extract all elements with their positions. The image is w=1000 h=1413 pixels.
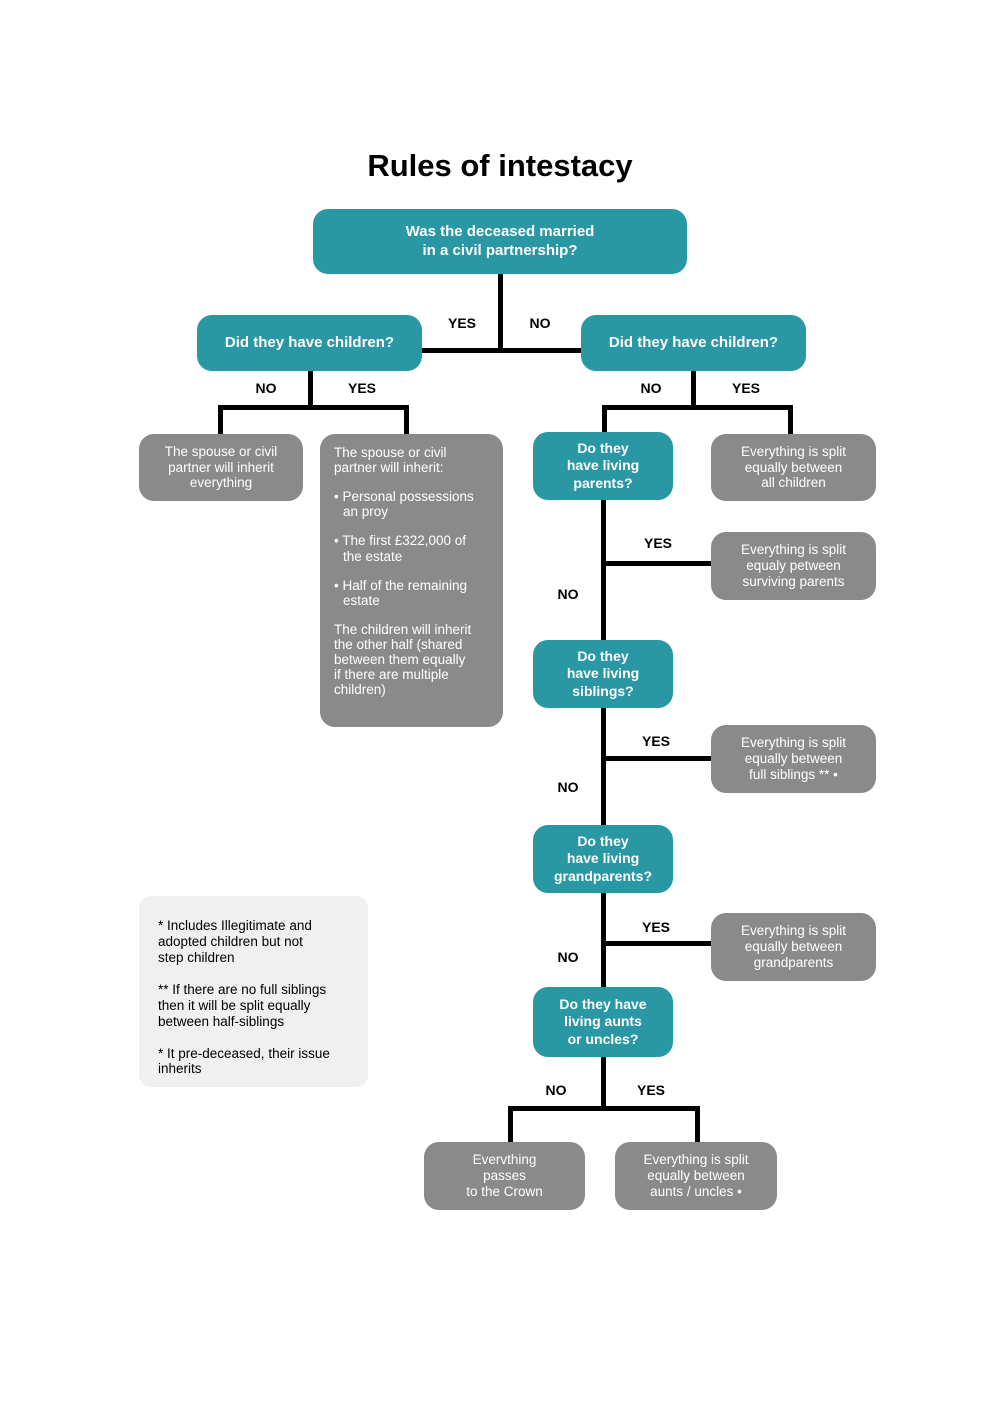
label-left-no: NO	[255, 380, 277, 396]
spouse-split-footer: The children will inherit the other half…	[334, 621, 472, 698]
spouse-split-bullet-half-estate: • Half of the remaining estate	[334, 577, 468, 608]
label-right-yes: YES	[731, 380, 760, 396]
label-left-yes: YES	[347, 380, 376, 396]
node-living-siblings-question: Do they have living siblings?	[533, 640, 673, 708]
label-grandparents-no: NO	[557, 949, 579, 965]
node-split-grandparents-text: Everything is split equally between gran…	[740, 923, 847, 970]
page-title: Rules of intestacy	[367, 148, 633, 183]
connector-aunts-stem	[601, 1056, 606, 1111]
spouse-split-bullet-first-322000: • The first £322,000 of the estate	[334, 533, 467, 564]
node-spouse-split-details: The spouse or civil partner will inherit…	[320, 434, 503, 727]
node-passes-to-crown: Evervthing passes to the Crown	[424, 1142, 585, 1210]
node-root-question: Was the deceased married in a civil part…	[313, 209, 687, 274]
node-split-full-siblings-text: Everything is split equally between full…	[740, 735, 847, 782]
label-parents-yes: YES	[643, 535, 672, 551]
connector-bottom-tee-left-stub	[508, 1106, 513, 1142]
node-split-surviving-parents: Everything is split equaly petween survi…	[711, 532, 876, 600]
connector-right-tee	[602, 405, 793, 410]
node-spouse-inherits-everything: The spouse or civil partner will inherit…	[139, 434, 303, 501]
node-left-children-question-text: Did they have children?	[224, 333, 395, 351]
connector-spine-parents-siblings	[601, 500, 606, 641]
node-living-aunts-uncles-question: Do they have living aunts or uncles?	[533, 987, 673, 1057]
connector-siblings-yes-branch	[603, 756, 711, 761]
node-living-aunts-uncles-question-text: Do they have living aunts or uncles?	[559, 995, 647, 1047]
label-parents-no: NO	[557, 586, 579, 602]
connector-left-stem	[308, 371, 313, 408]
node-split-all-children-text: Everything is split equally between all …	[740, 443, 847, 491]
node-living-siblings-question-text: Do they have living siblings?	[566, 647, 640, 699]
footnote-predeceased-issue: * It pre-deceased, their issue inherits	[158, 1045, 330, 1077]
label-root-no: NO	[529, 315, 551, 331]
spouse-split-bullet-possessions: • Personal possessions an proy	[334, 489, 474, 520]
node-right-children-question: Did they have children?	[581, 315, 806, 371]
node-split-grandparents: Everything is split equally between gran…	[711, 913, 876, 981]
node-passes-to-crown-text: Evervthing passes to the Crown	[466, 1152, 543, 1199]
footnotes-box: * Includes Illegitimate and adopted chil…	[139, 896, 368, 1087]
connector-root-stem	[498, 273, 503, 353]
connector-right-tee-right-stub	[788, 405, 793, 435]
connector-spine-siblings-grandparents	[601, 708, 606, 826]
label-aunts-yes: YES	[636, 1082, 665, 1098]
connector-left-tee-right-stub	[404, 405, 409, 435]
connector-parents-yes-branch	[603, 561, 711, 566]
spouse-split-header: The spouse or civil partner will inherit…	[334, 445, 447, 476]
connector-bottom-tee-right-stub	[695, 1106, 700, 1142]
label-root-yes: YES	[447, 315, 476, 331]
connector-grandparents-yes-branch	[603, 941, 711, 946]
node-living-parents-question-text: Do they have living parents?	[566, 439, 640, 491]
node-split-all-children: Everything is split equally between all …	[711, 434, 876, 501]
node-split-full-siblings: Everything is split equally between full…	[711, 725, 876, 793]
node-living-grandparents-question-text: Do they have living grandparents?	[553, 832, 652, 884]
label-right-no: NO	[640, 380, 662, 396]
label-aunts-no: NO	[545, 1082, 567, 1098]
footnote-illegitimate-children: * Includes Illegitimate and adopted chil…	[158, 918, 312, 965]
node-spouse-inherits-everything-text: The spouse or civil partner will inherit…	[164, 443, 278, 491]
connector-right-tee-left-stub	[602, 405, 607, 433]
node-right-children-question-text: Did they have children?	[608, 333, 779, 351]
connector-bottom-tee	[508, 1106, 700, 1111]
node-root-question-text: Was the deceased married in a civil part…	[405, 222, 595, 259]
connector-top-branch	[422, 348, 581, 353]
label-siblings-no: NO	[557, 779, 579, 795]
label-siblings-yes: YES	[641, 733, 670, 749]
node-split-surviving-parents-text: Everything is split equaly petween survi…	[740, 542, 847, 589]
footnote-half-siblings: ** If there are no full siblings then it…	[158, 981, 327, 1029]
connector-left-tee	[218, 405, 409, 410]
node-split-aunts-uncles: Everything is split equally between aunt…	[615, 1142, 777, 1210]
node-living-parents-question: Do they have living parents?	[533, 432, 673, 500]
connector-left-tee-left-stub	[218, 405, 223, 435]
node-living-grandparents-question: Do they have living grandparents?	[533, 825, 673, 893]
node-split-aunts-uncles-text: Everything is split equally between aunt…	[643, 1152, 749, 1199]
label-grandparents-yes: YES	[641, 919, 670, 935]
node-left-children-question: Did they have children?	[197, 315, 422, 371]
connector-right-stem	[691, 371, 696, 408]
